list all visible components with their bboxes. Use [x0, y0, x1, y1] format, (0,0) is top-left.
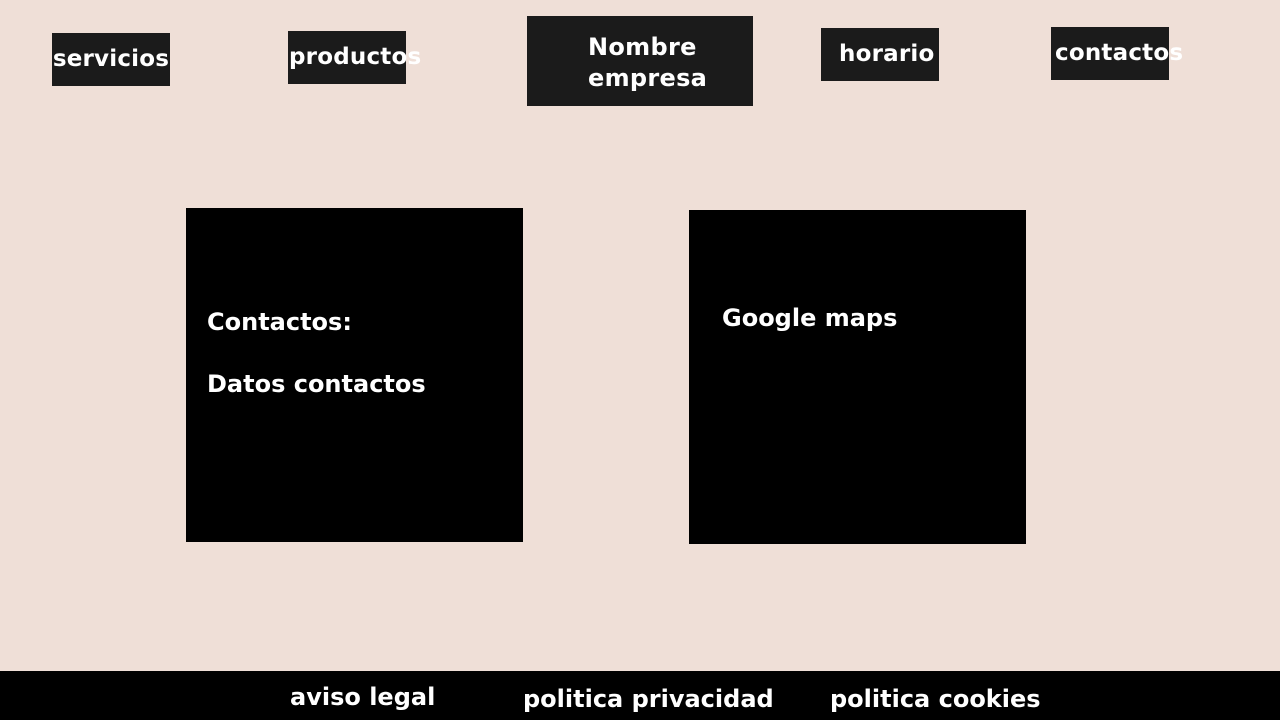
nav-servicios-button[interactable]: servicios — [52, 33, 170, 86]
company-name-logo[interactable]: Nombre empresa — [527, 16, 753, 106]
contacts-title: Contactos: — [207, 308, 352, 336]
google-maps-panel[interactable]: Google maps — [689, 210, 1026, 544]
nav-productos-button[interactable]: productos — [288, 31, 421, 84]
footer-politica-cookies-link[interactable]: politica cookies — [830, 685, 1041, 713]
footer-aviso-legal-link[interactable]: aviso legal — [290, 683, 436, 711]
footer-bar: aviso legal politica privacidad politica… — [0, 671, 1280, 720]
contacts-panel: Contactos: Datos contactos — [186, 208, 523, 542]
contacts-details: Datos contactos — [207, 370, 426, 398]
nav-horario-button[interactable]: horario — [821, 28, 939, 81]
google-maps-label: Google maps — [722, 304, 898, 332]
company-name-line1: Nombre — [588, 33, 697, 61]
company-name-line2: empresa — [588, 64, 708, 92]
footer-politica-privacidad-link[interactable]: politica privacidad — [523, 685, 774, 713]
nav-contactos-button[interactable]: contactos — [1051, 27, 1183, 80]
